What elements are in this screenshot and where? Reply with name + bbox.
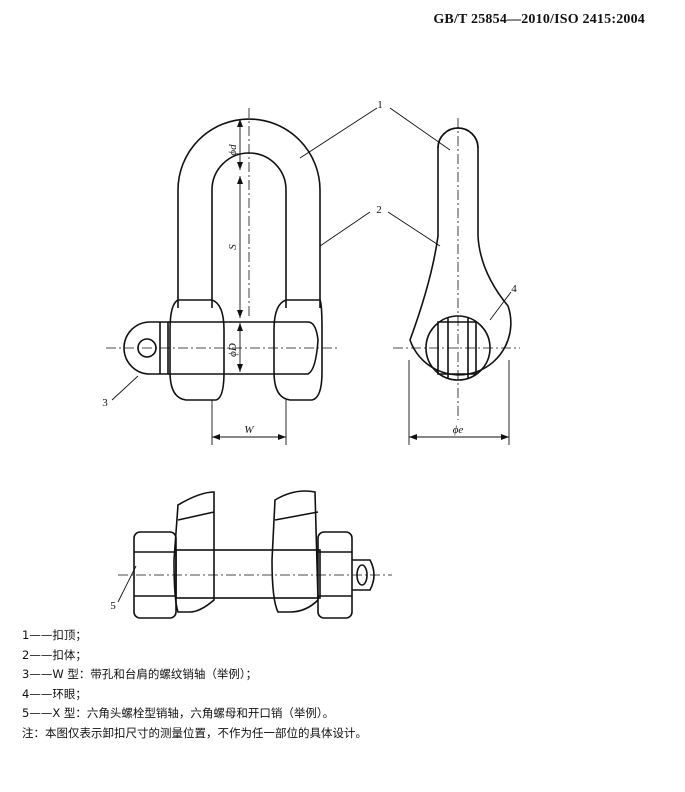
dim-pin-diameter: ϕd	[227, 144, 239, 156]
callout-5: 5	[110, 600, 116, 612]
pin-eye	[123, 321, 169, 375]
legend: 1——扣顶； 2——扣体； 3——W 型：带孔和台肩的螺纹销轴（举例）； 4——…	[22, 626, 662, 744]
side-view-outline	[409, 127, 512, 376]
dim-inside-width: W	[244, 424, 254, 436]
standard-header: GB/T 25854—2010/ISO 2415:2004	[433, 12, 645, 27]
cotter-pin	[352, 559, 375, 591]
lower-right-lug	[271, 490, 319, 613]
figure-note: 注：本图仅表示卸扣尺寸的测量位置，不作为任一部位的具体设计。	[22, 725, 367, 740]
lower-left-lug	[173, 491, 215, 613]
side-view-eye	[425, 315, 491, 381]
dim-eye-diameter: ϕe	[453, 424, 464, 436]
dim-bolt-diameter: ϕD	[227, 343, 239, 357]
legend-item: 2——扣体；	[22, 647, 87, 662]
dim-inside-length: S	[227, 244, 239, 250]
legend-item: 4——环眼；	[22, 686, 87, 701]
legend-item: 5——X 型：六角头螺栓型销轴，六角螺母和开口销（举例）。	[22, 706, 335, 721]
shackle-drawing: ϕd S ϕD W ϕe 1 2 4 3 5	[102, 99, 520, 619]
callout-3: 3	[102, 397, 108, 409]
hex-nut	[317, 531, 353, 619]
bolt-shank	[175, 549, 321, 599]
right-lug	[273, 299, 323, 401]
left-lug	[169, 299, 225, 401]
shackle-body-outline	[177, 118, 321, 308]
pin	[168, 321, 319, 375]
callout-4: 4	[511, 283, 517, 295]
legend-item: 1——扣顶；	[22, 628, 87, 642]
callout-1: 1	[377, 99, 383, 111]
callout-2: 2	[376, 204, 382, 216]
legend-item: 3——W 型：带孔和台肩的螺纹销轴（举例）；	[22, 667, 258, 682]
